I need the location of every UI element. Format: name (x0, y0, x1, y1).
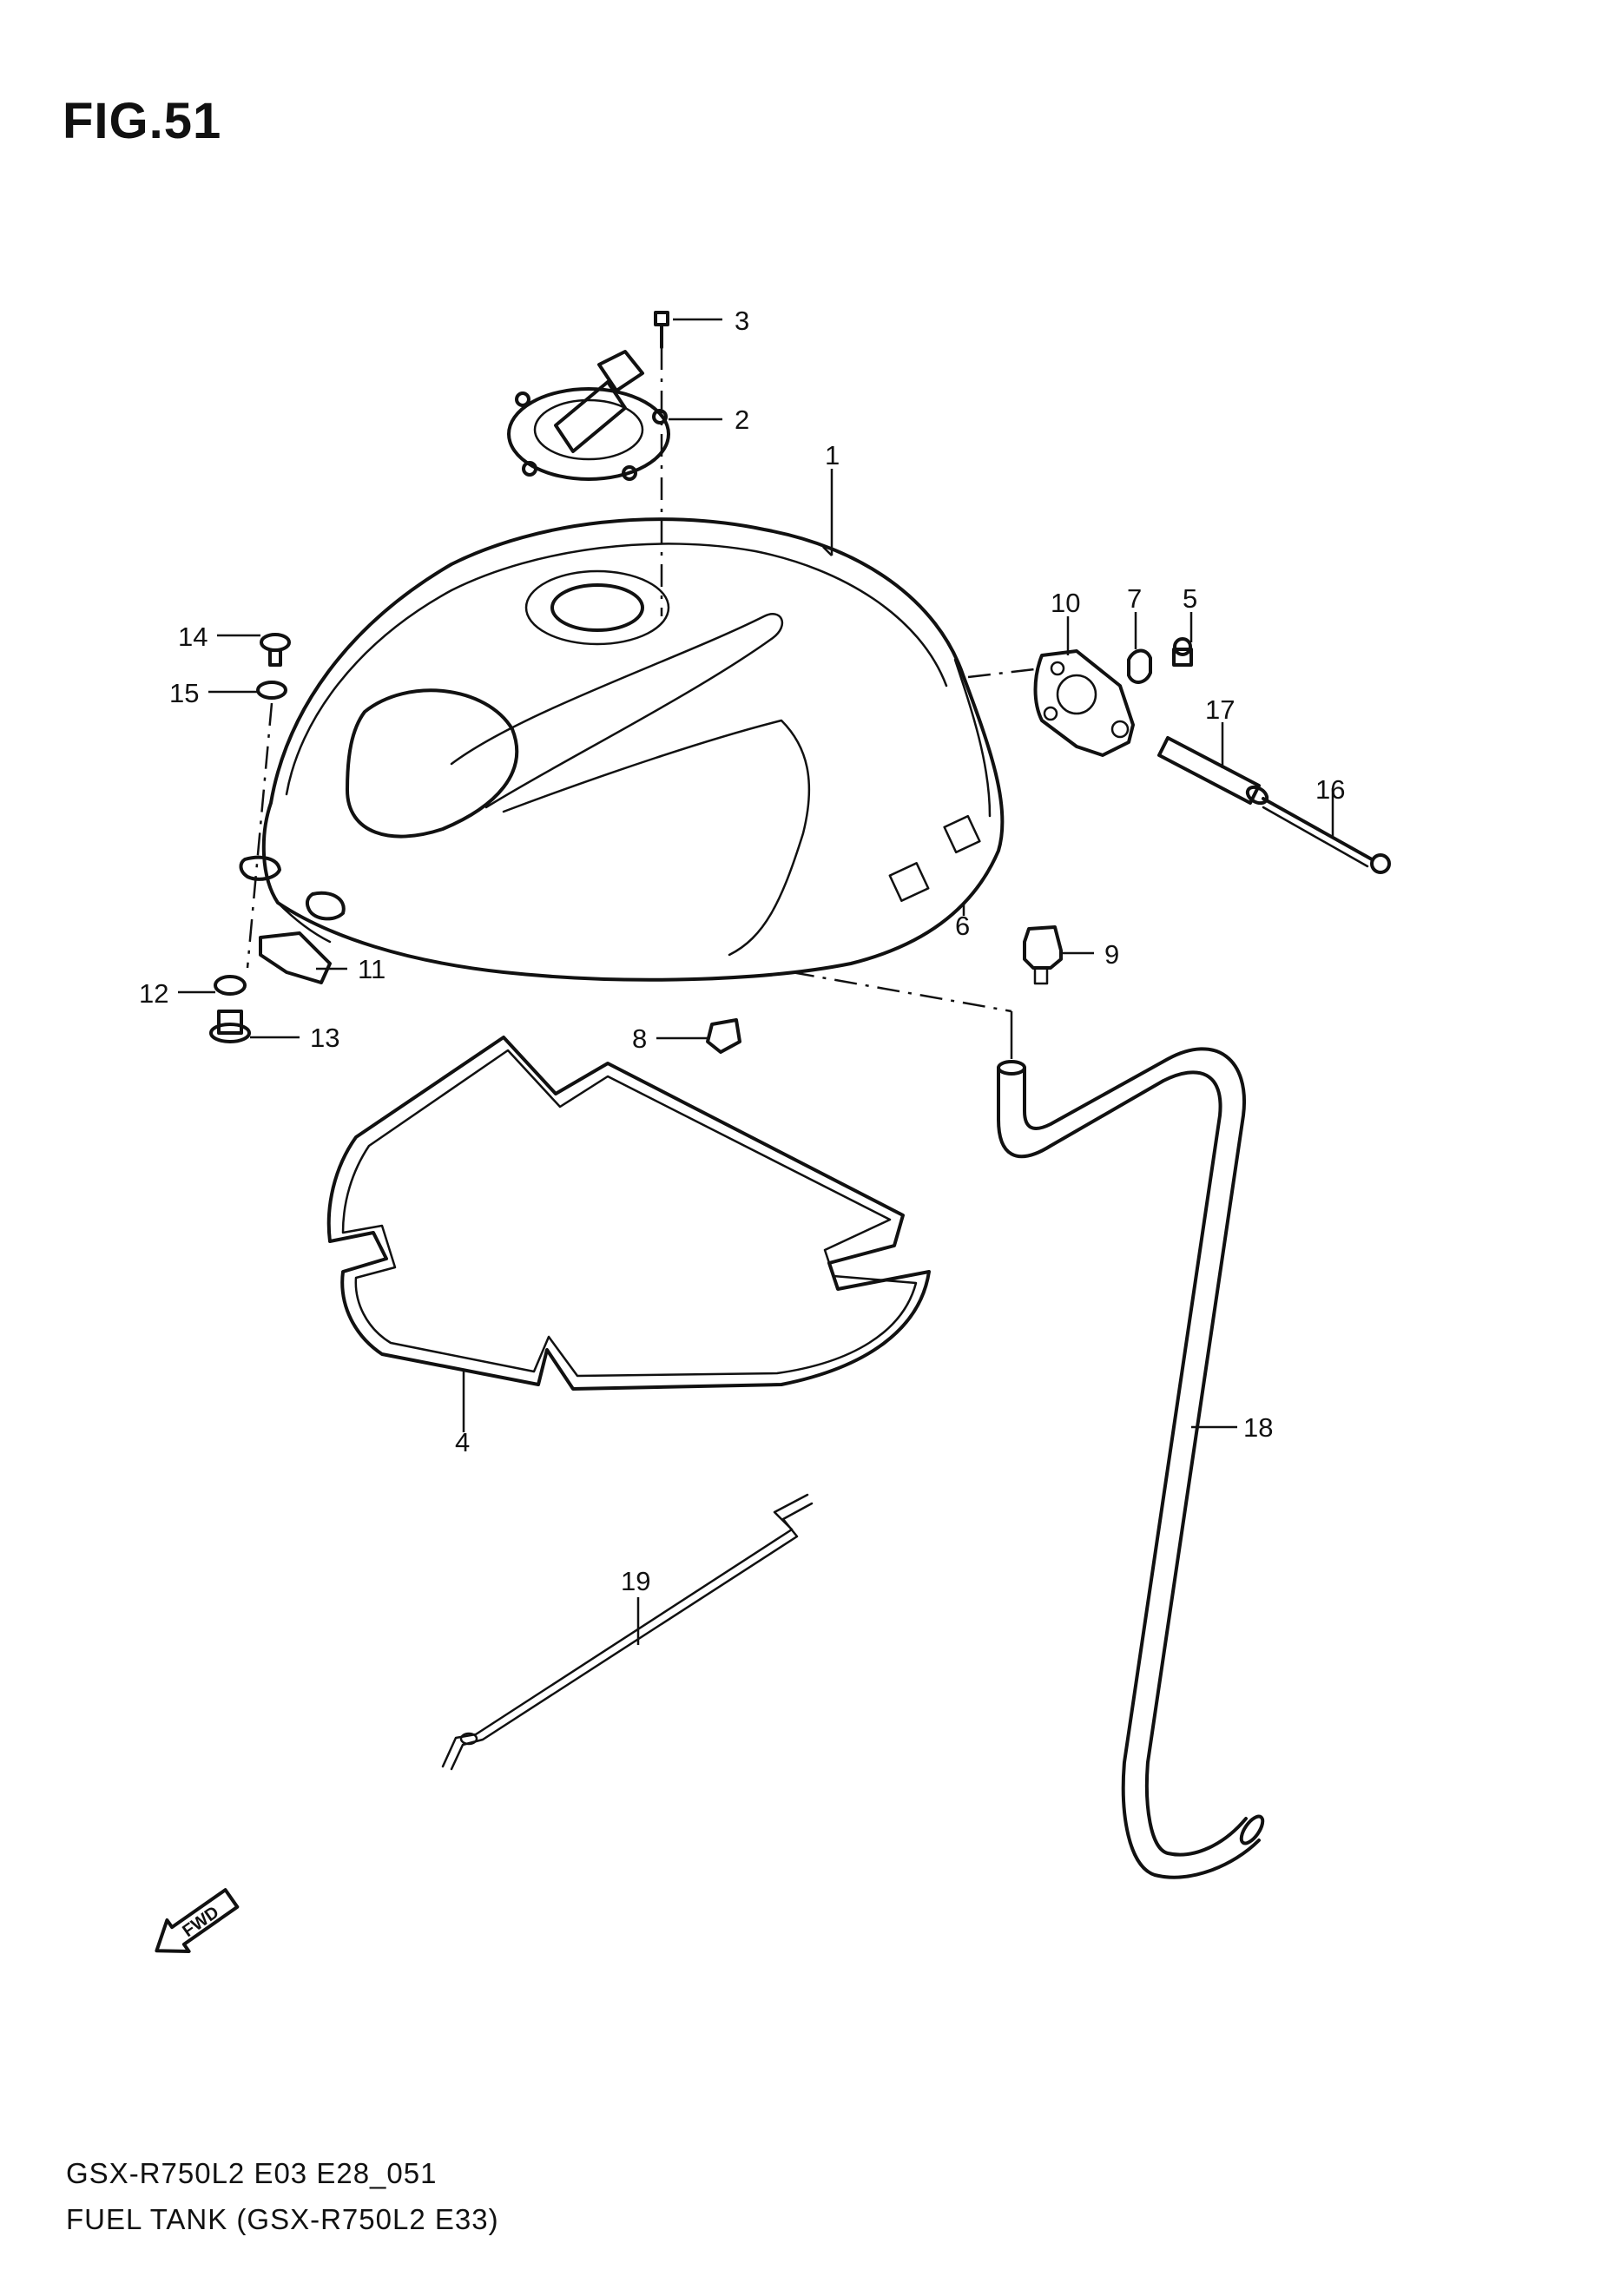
callout-7: 7 (1127, 583, 1142, 614)
mounting-cushions (209, 633, 291, 1043)
callout-16: 16 (1315, 774, 1345, 805)
callout-1: 1 (825, 440, 840, 470)
callout-19: 19 (621, 1566, 650, 1596)
spacer-collar (1157, 736, 1269, 806)
diagram-caption: FUEL TANK (GSX-R750L2 E33) (66, 2203, 499, 2235)
drain-wire (441, 1493, 814, 1771)
mounting-bolt (1262, 797, 1391, 874)
hose-clamp (706, 1018, 741, 1054)
fuel-cap-assembly (507, 350, 670, 481)
figure-title: FIG.51 (63, 93, 222, 149)
callout-labels: 1 2 3 4 5 6 7 8 9 10 11 12 13 14 15 16 1… (139, 306, 1345, 1596)
model-code: GSX-R750L2 E03 E28_051 (66, 2157, 438, 2189)
callout-12: 12 (139, 978, 168, 1009)
fuel-tank-body (239, 517, 1005, 982)
callout-3: 3 (735, 306, 749, 336)
bracket-alignment-line (967, 667, 1043, 679)
forward-arrow-icon: FWD (155, 1888, 240, 1954)
callout-15: 15 (169, 678, 199, 708)
cap-screw (654, 311, 669, 349)
callout-2: 2 (735, 405, 749, 435)
tank-gasket (326, 1036, 931, 1391)
callout-17: 17 (1205, 694, 1235, 725)
callout-9: 9 (1104, 939, 1119, 970)
pad-bracket (259, 931, 332, 984)
callout-8: 8 (632, 1023, 647, 1054)
callout-6: 6 (955, 911, 970, 941)
callout-4: 4 (455, 1427, 470, 1457)
callout-13: 13 (310, 1023, 339, 1053)
callout-11: 11 (358, 954, 385, 984)
callout-14: 14 (178, 622, 208, 652)
callout-10: 10 (1051, 588, 1080, 618)
breather-hose (791, 970, 1265, 1879)
bracket-hardware (1033, 637, 1193, 757)
tank-cushion (1023, 925, 1063, 985)
callout-18: 18 (1243, 1412, 1273, 1443)
callout-5: 5 (1183, 583, 1197, 614)
leader-lines (178, 318, 1334, 1645)
